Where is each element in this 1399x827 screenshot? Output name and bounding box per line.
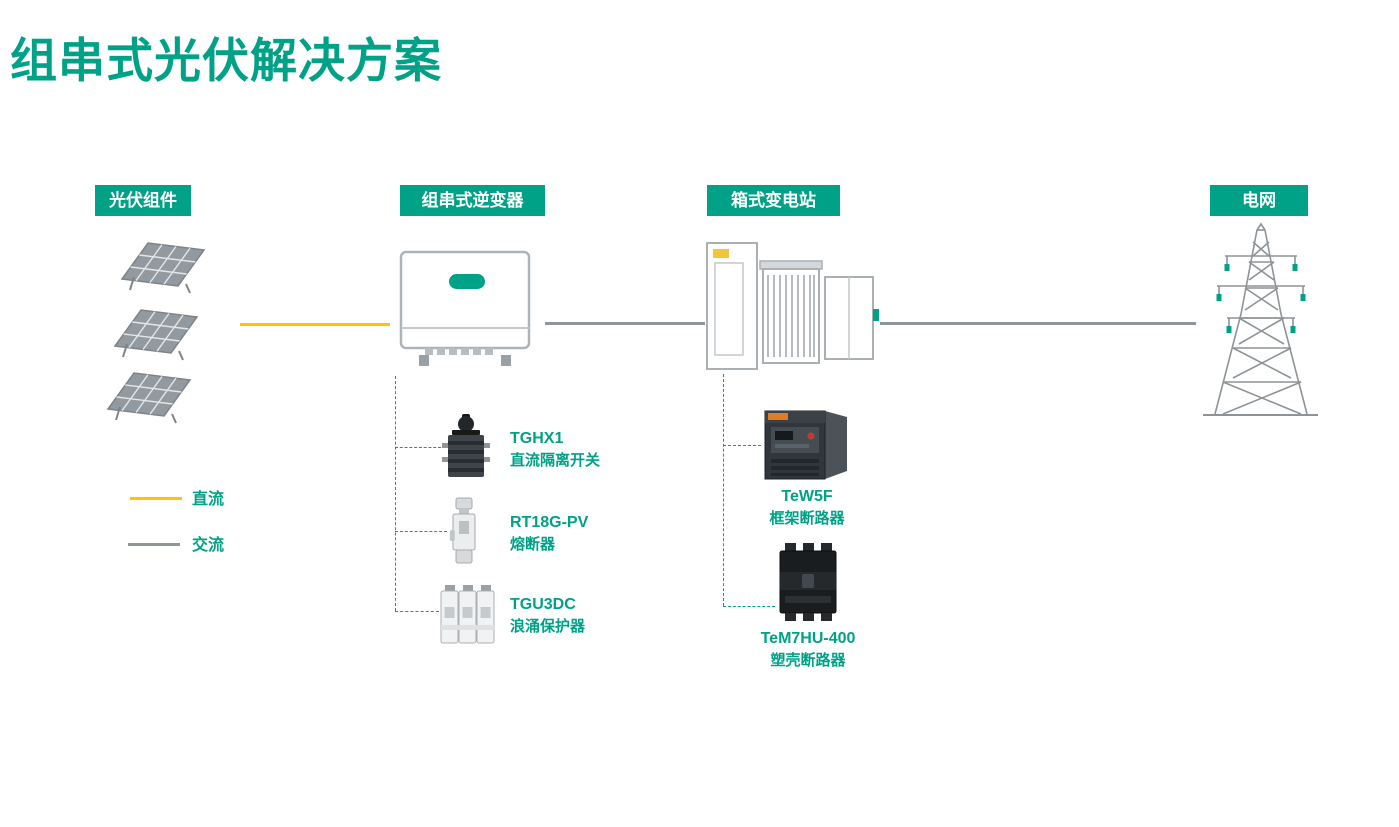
component-label-tem7hu-400: TeM7HU-400 塑壳断路器 [740,628,876,672]
component-name: TGU3DC [510,596,576,613]
tem7hu-400-breaker-icon [779,543,837,621]
inverter-callout-dash-1 [395,447,441,448]
legend-dc-line [130,497,182,500]
stage-badge-box-substation: 箱式变电站 [707,185,840,216]
box-substation-icon [706,242,879,370]
inverter-callout-vertical-dash [395,376,396,611]
power-grid-tower-icon [1203,222,1318,416]
component-desc: 熔断器 [510,536,556,553]
component-name: RT18G-PV [510,514,589,531]
legend-ac-label: 交流 [192,537,225,554]
inverter-callout-dash-2 [395,531,447,532]
stage-badge-string-inverter: 组串式逆变器 [400,185,545,216]
ac-connection-line-inverter-substation [545,322,705,325]
component-label-tgu3dc: TGU3DC 浪涌保护器 [510,594,585,638]
component-label-tew5f: TeW5F 框架断路器 [752,486,862,530]
component-desc: 塑壳断路器 [770,652,846,669]
component-desc: 框架断路器 [769,510,845,527]
component-desc: 直流隔离开关 [510,452,601,469]
substation-callout-dash-2 [723,606,775,607]
component-desc: 浪涌保护器 [510,618,586,635]
inverter-callout-dash-3 [395,611,439,612]
substation-callout-vertical-dash [723,374,724,606]
ac-connection-line-substation-grid [880,322,1196,325]
legend-ac-line [128,543,180,546]
component-name: TeW5F [781,488,833,505]
component-label-tghx1: TGHX1 直流隔离开关 [510,428,600,472]
component-name: TeM7HU-400 [760,630,856,647]
component-label-rt18g-pv: RT18G-PV 熔断器 [510,512,588,556]
component-name: TGHX1 [510,430,564,447]
dc-connection-line [240,323,390,326]
solar-panel-icon [114,309,198,361]
legend-dc-label: 直流 [192,491,225,508]
page-title: 组串式光伏解决方案 [10,34,442,87]
tgu3dc-spd-icon [440,585,495,644]
stage-badge-power-grid: 电网 [1210,185,1308,216]
string-inverter-icon [399,250,531,366]
tghx1-isolator-icon [442,414,490,477]
stage-badge-pv-modules: 光伏组件 [95,185,191,216]
rt18g-pv-fuse-icon [449,497,476,564]
substation-callout-dash-1 [723,445,761,446]
tew5f-breaker-icon [764,410,847,480]
solar-panel-icon [121,242,205,294]
solar-panel-icon [107,372,191,424]
